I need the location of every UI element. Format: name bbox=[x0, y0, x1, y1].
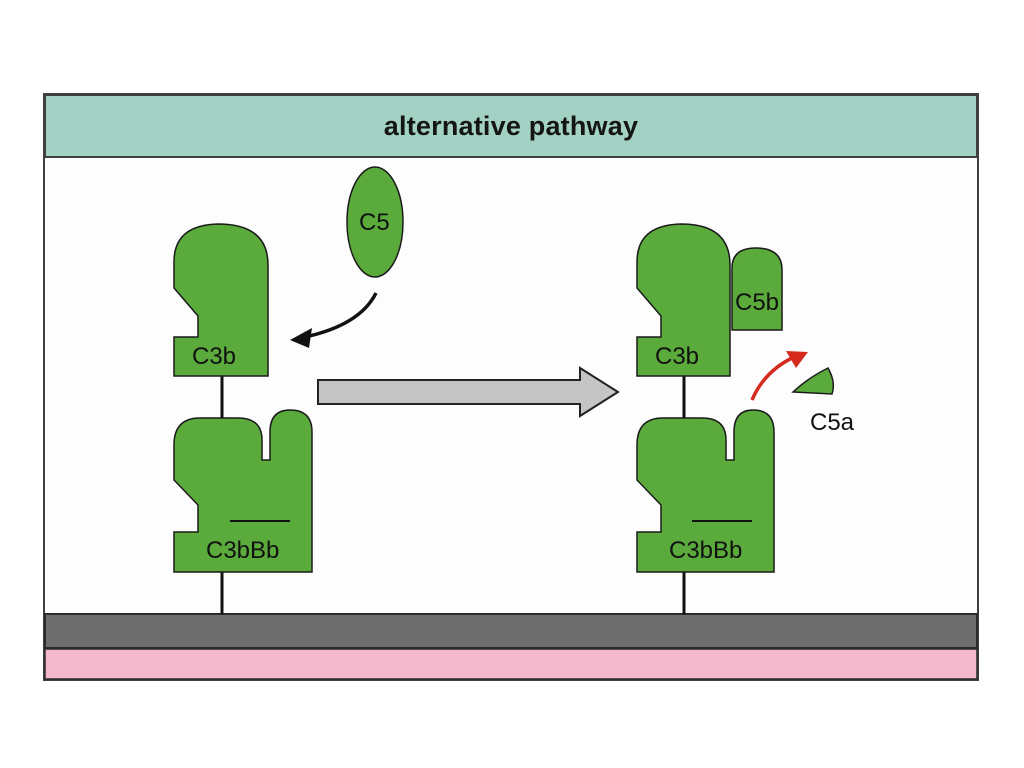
c5-protein bbox=[346, 166, 404, 278]
transition-arrow bbox=[317, 366, 620, 418]
c3b-protein-right bbox=[636, 223, 731, 377]
title-band bbox=[44, 94, 978, 158]
binding-arrow-line bbox=[304, 292, 378, 339]
c3b-label-right: C3b bbox=[655, 343, 700, 370]
membrane-layer bbox=[44, 613, 978, 649]
diagram-title: alternative pathway bbox=[383, 110, 639, 141]
c5a-label: C5a bbox=[810, 409, 855, 436]
cytoplasm-layer bbox=[44, 648, 978, 680]
c3bbb-label-right: C3bBb bbox=[669, 537, 743, 564]
release-arrow-head bbox=[786, 351, 808, 368]
c3bbb-protein-right bbox=[636, 409, 775, 573]
c5-label: C5 bbox=[359, 209, 390, 236]
c5b-protein bbox=[731, 247, 783, 331]
c3b-label-left: C3b bbox=[192, 343, 237, 370]
binding-arrow-head bbox=[290, 328, 312, 348]
c5a-fragment bbox=[791, 367, 835, 395]
c3bbb-protein-left bbox=[173, 409, 313, 573]
c3bbb-label-left: C3bBb bbox=[206, 537, 280, 564]
c3b-protein-left bbox=[173, 223, 269, 377]
c5b-label: C5b bbox=[735, 289, 780, 316]
release-arrow-line bbox=[750, 356, 793, 401]
